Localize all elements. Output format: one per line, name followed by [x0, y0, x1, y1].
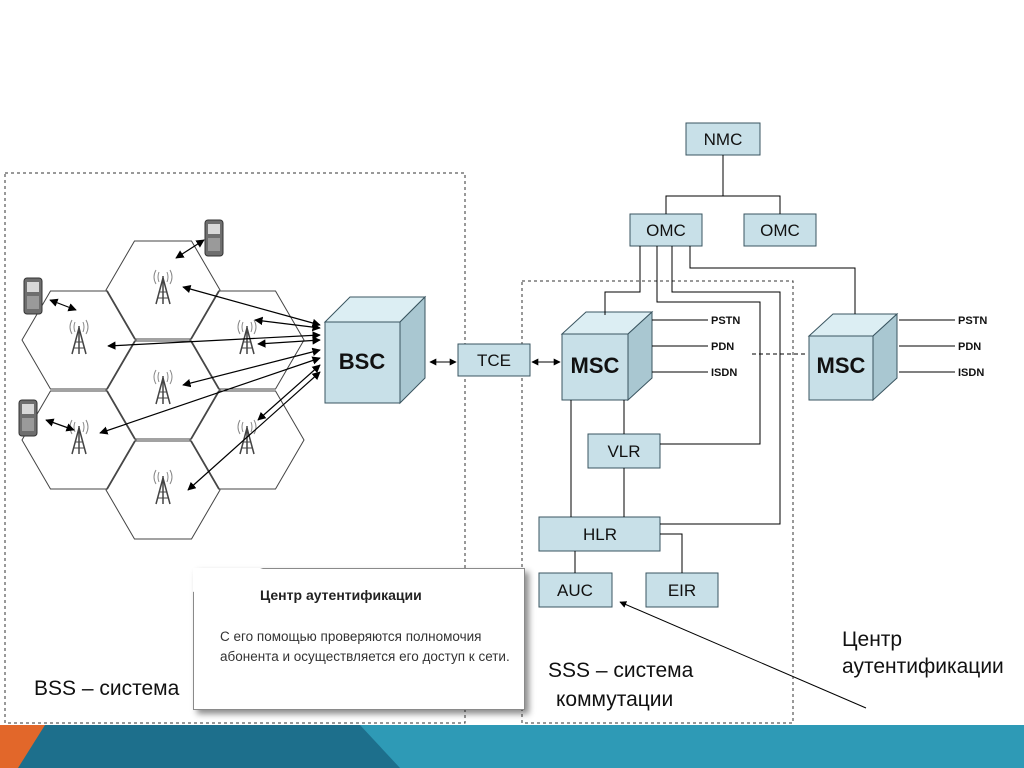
tce-label: TCE	[477, 351, 511, 370]
tce-box	[457, 343, 531, 377]
annotation-line1: Центр	[842, 628, 902, 651]
msc-label-1: MSC	[571, 353, 620, 378]
sss-caption-line2: коммутации	[556, 688, 673, 711]
base-station-icon	[69, 319, 89, 355]
hlr-box	[538, 516, 661, 552]
sss-caption-line1: SSS – система	[548, 659, 694, 682]
vlr-label: VLR	[607, 442, 640, 461]
bsc-node: BSC	[323, 295, 427, 405]
base-station-icon	[153, 369, 173, 405]
isdn-label-1: ISDN	[711, 367, 737, 379]
mobile-phone-icon	[204, 219, 224, 257]
base-station-icon	[237, 319, 257, 355]
vlr-box	[587, 433, 661, 469]
annotation-line2: аутентификации	[842, 655, 1004, 678]
auc-label: AUC	[557, 581, 593, 600]
base-station-icon	[69, 419, 89, 455]
mobile-phones	[18, 219, 224, 437]
auc-box	[538, 572, 613, 608]
msc-node-1: MSC	[560, 310, 654, 402]
bsc-label: BSC	[339, 349, 386, 374]
eir-label: EIR	[668, 581, 696, 600]
msc-node-2: MSC	[807, 312, 899, 402]
bsc-links	[45, 239, 321, 491]
pstn-label-2: PSTN	[958, 315, 987, 327]
pdn-label-2: PDN	[958, 341, 981, 353]
msc-label-2: MSC	[817, 353, 866, 378]
cell-hexagon	[21, 390, 137, 490]
base-stations	[69, 269, 257, 505]
bss-caption: BSS – система	[34, 677, 180, 700]
mobile-phone-icon	[18, 399, 38, 437]
isdn-label-2: ISDN	[958, 367, 984, 379]
hlr-label: HLR	[583, 525, 617, 544]
pdn-label-1: PDN	[711, 341, 734, 353]
network-links	[429, 155, 955, 709]
omc-box-2	[743, 213, 817, 247]
bar-dark	[0, 725, 400, 768]
callout-text: С его помощью проверяются полномочия або…	[220, 629, 510, 664]
sss-boundary	[521, 280, 794, 724]
callout-title: Центр аутентификации	[260, 587, 422, 603]
auc-callout: Центр аутентификации С его помощью прове…	[193, 568, 525, 710]
omc-label-2: OMC	[760, 221, 800, 240]
eir-box	[645, 572, 719, 608]
omc-label-1: OMC	[646, 221, 686, 240]
pstn-label-1: PSTN	[711, 315, 740, 327]
nmc-label: NMC	[704, 130, 743, 149]
callout-fold	[193, 568, 263, 592]
base-station-icon	[153, 269, 173, 305]
omc-box-1	[629, 213, 703, 247]
mobile-phone-icon	[23, 277, 43, 315]
bss-boundary	[4, 172, 466, 724]
bottom-decor-bar	[0, 725, 1024, 768]
bar-orange	[0, 725, 45, 768]
base-station-icon	[153, 469, 173, 505]
nmc-box	[685, 122, 761, 156]
